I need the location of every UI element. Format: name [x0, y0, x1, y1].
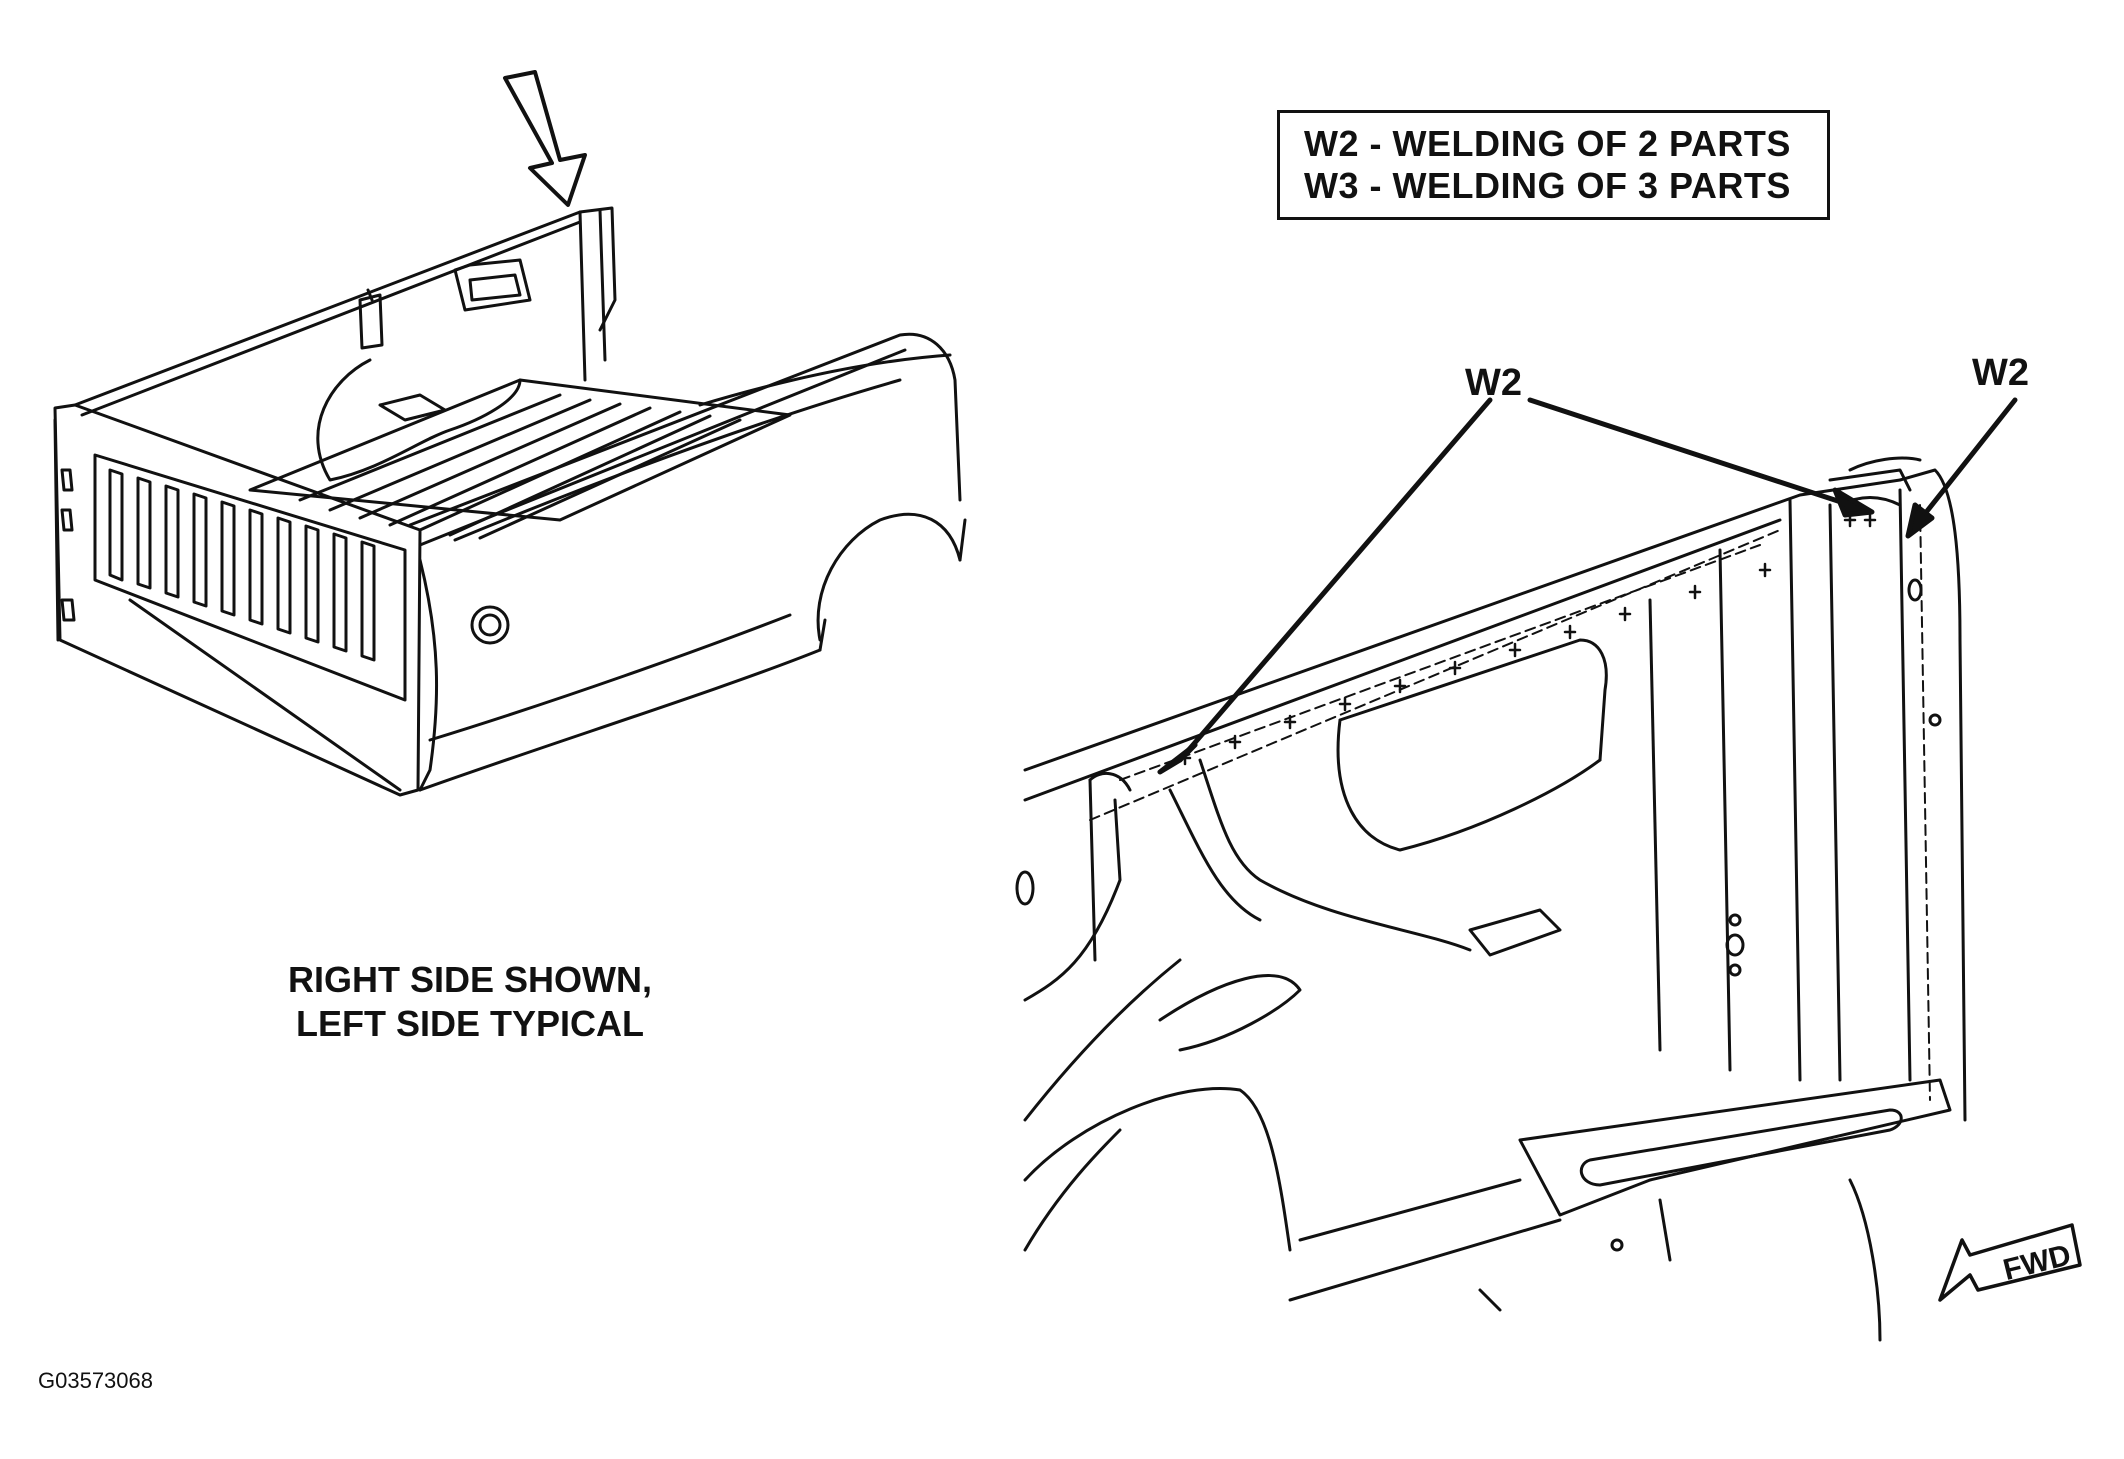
detail-front-wall	[1648, 456, 1967, 1122]
figure-id: G03573068	[38, 1368, 153, 1393]
callout-w2-right: W2	[1972, 352, 2029, 394]
legend-line-w3: W3 - WELDING OF 3 PARTS	[1304, 165, 1791, 206]
callout-w2-center: W2	[1465, 362, 1522, 404]
caption-line-2: LEFT SIDE TYPICAL	[295, 1003, 644, 1044]
detail-side-panel-top	[1023, 478, 1902, 1122]
detail-holes	[1015, 578, 1942, 1252]
detail-bed-floor-cross-sill	[1288, 1078, 1952, 1342]
caption-line-1: RIGHT SIDE SHOWN,	[287, 959, 652, 1000]
legend-line-w2: W2 - WELDING OF 2 PARTS	[1304, 123, 1791, 164]
detail-wheelhouse	[1023, 638, 1608, 1252]
fwd-arrow-icon	[1938, 1223, 2082, 1302]
view-caption: RIGHT SIDE SHOWN, LEFT SIDE TYPICAL	[250, 958, 690, 1046]
w2-leader-lines	[1157, 397, 2018, 775]
bed-tailgate	[53, 403, 422, 797]
location-arrow	[503, 70, 587, 207]
bed-side-panel	[408, 332, 967, 792]
bed-front-wall	[73, 206, 617, 417]
weld-legend: W2 - WELDING OF 2 PARTS W3 - WELDING OF …	[1277, 110, 1830, 220]
